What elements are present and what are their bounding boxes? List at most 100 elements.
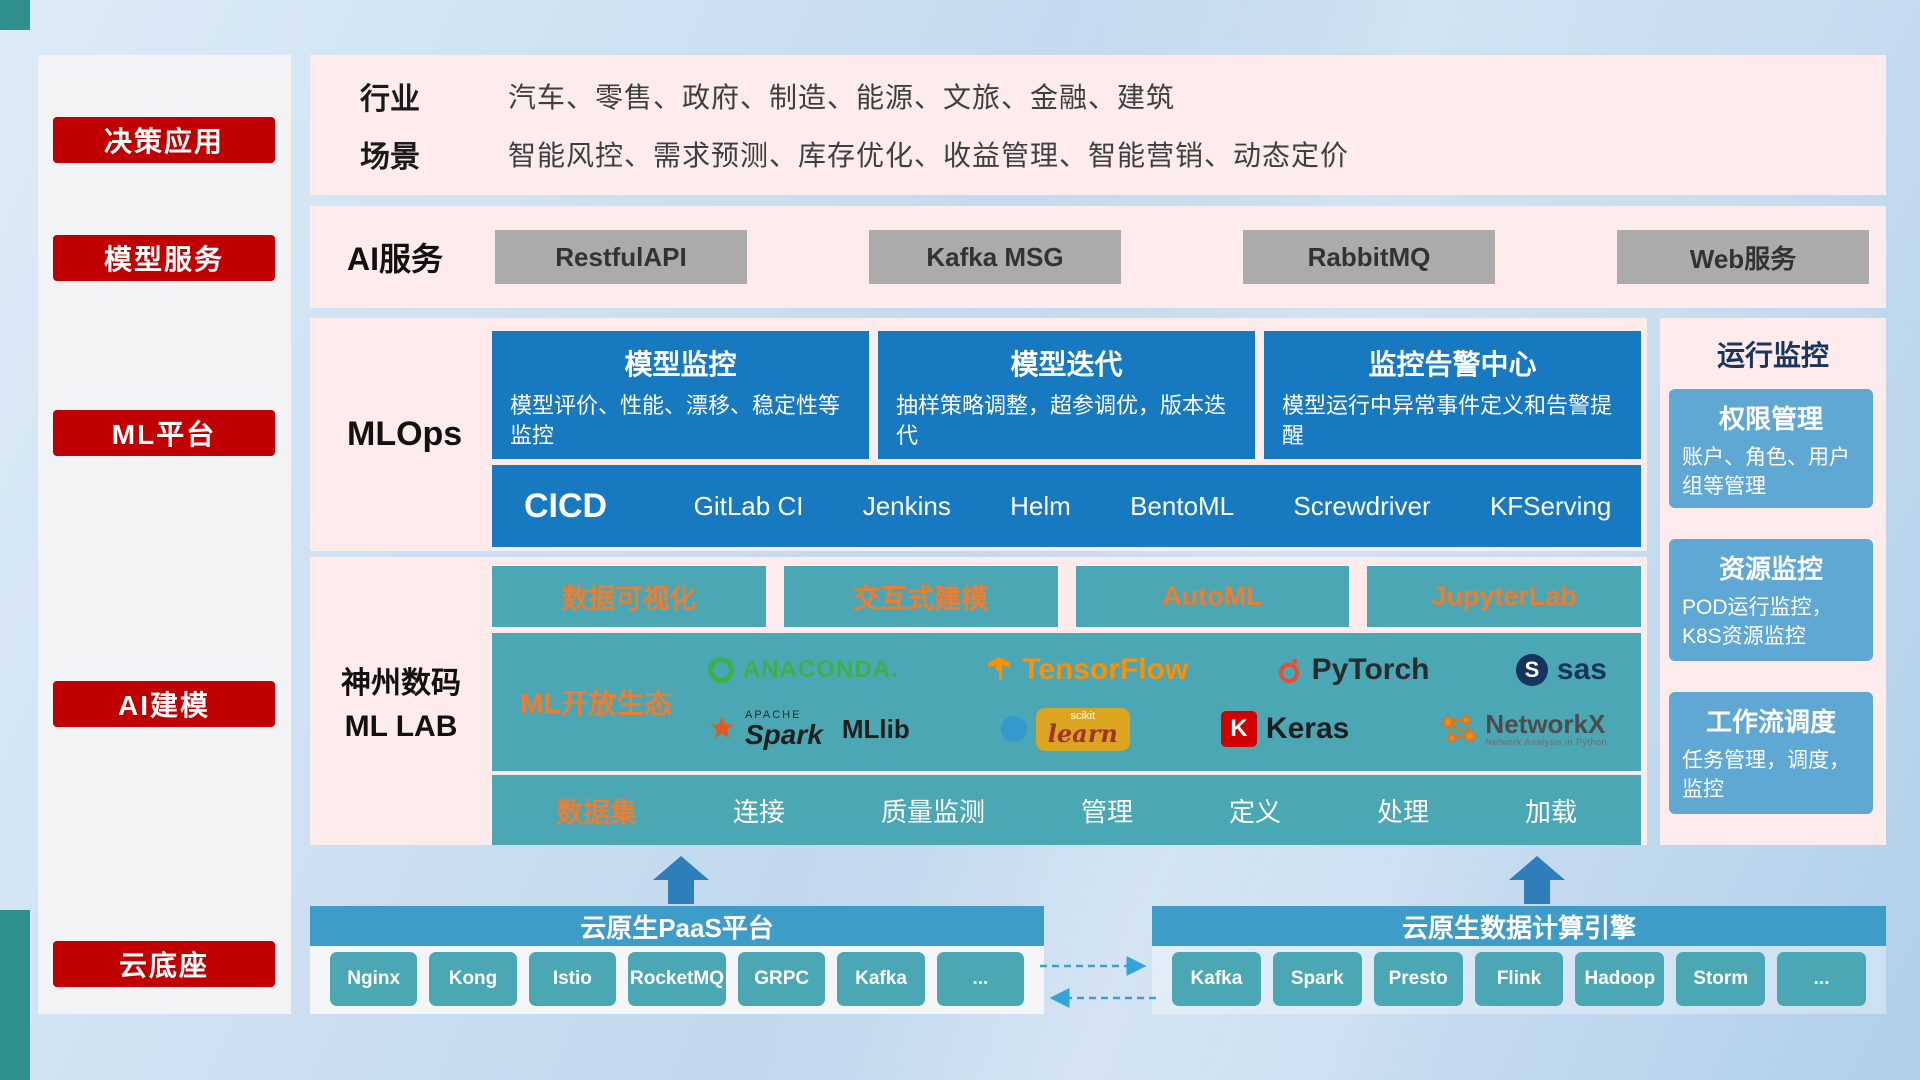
helm-item: Helm — [1010, 490, 1071, 521]
spark-apache-label: APACHE — [745, 708, 802, 721]
networkx-icon — [1442, 715, 1476, 743]
ml-open-ecosystem-box: ML开放生态 ANACONDA. TensorFlow — [492, 633, 1641, 771]
run-monitoring-panel: 运行监控 权限管理 账户、角色、用户组等管理 资源监控 POD运行监控，K8S资… — [1660, 318, 1886, 845]
permission-management-desc: 账户、角色、用户组等管理 — [1682, 446, 1850, 499]
industry-row: 行业 汽车、零售、政府、制造、能源、文旅、金融、建筑 — [310, 74, 1886, 118]
mlops-boxes: 模型监控 模型评价、性能、漂移、稳定性等监控 模型迭代 抽样策略调整，超参调优，… — [492, 331, 1641, 459]
paas-header: 云原生PaaS平台 — [310, 906, 1044, 946]
ai-service-panel: AI服务 RestfulAPI Kafka MSG RabbitMQ Web服务 — [310, 206, 1886, 308]
pytorch-logo: PyTorch — [1275, 653, 1430, 687]
sidebar-item-cloud-base: 云底座 — [53, 941, 275, 987]
alert-center-title: 监控告警中心 — [1368, 349, 1537, 380]
keras-k-icon: K — [1220, 711, 1257, 748]
learn-label: learn — [1047, 718, 1118, 748]
pytorch-icon — [1278, 659, 1299, 684]
up-arrow-icon — [653, 856, 709, 904]
paas-buttons: Nginx Kong Istio RocketMQ GRPC Kafka ... — [310, 952, 1044, 1006]
sidebar-strip — [38, 55, 291, 1014]
mlops-content: 模型监控 模型评价、性能、漂移、稳定性等监控 模型迭代 抽样策略调整，超参调优，… — [492, 331, 1641, 547]
resource-monitoring-box: 资源监控 POD运行监控，K8S资源监控 — [1669, 539, 1873, 661]
pytorch-label: PyTorch — [1311, 653, 1430, 687]
scikit-learn-badge-icon: scikit learn — [1035, 707, 1130, 751]
up-arrow-icon — [1509, 856, 1565, 904]
networkx-subtitle: Network Analysis in Python — [1485, 737, 1607, 748]
run-monitoring-title: 运行监控 — [1716, 340, 1829, 371]
kafka-button: Kafka — [837, 952, 925, 1006]
rocketmq-button: RocketMQ — [628, 952, 726, 1006]
sidebar-item-decision-applications: 决策应用 — [53, 117, 275, 163]
industry-label: 行业 — [360, 83, 420, 117]
ml-lab-label-line2: ML LAB — [344, 710, 458, 743]
model-iteration-box: 模型迭代 抽样策略调整，超参调优，版本迭代 — [878, 331, 1255, 459]
ai-service-buttons: RestfulAPI Kafka MSG RabbitMQ Web服务 — [495, 230, 1869, 284]
ml-lab-content: 数据可视化 交互式建模 AutoML JupyterLab ML开放生态 ANA… — [492, 566, 1641, 845]
anaconda-icon — [708, 657, 734, 684]
cicd-label: CICD — [524, 486, 608, 525]
tensorflow-label: TensorFlow — [1022, 653, 1189, 687]
compute-more-button: ... — [1777, 952, 1867, 1006]
dataset-label: 数据集 — [556, 797, 637, 828]
resource-monitoring-desc: POD运行监控，K8S资源监控 — [1682, 596, 1833, 649]
tab-interactive-modeling: 交互式建模 — [783, 566, 1058, 627]
sidebar-item-ml-platform: ML平台 — [53, 410, 275, 456]
dashed-arrow-icon — [1040, 956, 1156, 1008]
mllib-label: MLlib — [841, 713, 910, 744]
presto-button: Presto — [1373, 952, 1463, 1006]
storm-button: Storm — [1676, 952, 1766, 1006]
permission-management-title: 权限管理 — [1718, 404, 1823, 434]
networkx-wordmark: NetworkX Network Analysis in Python — [1485, 708, 1607, 748]
ml-lab-label-line1: 神州数码 — [341, 667, 461, 700]
corner-accent-bottom-left — [0, 910, 30, 1080]
grpc-button: GRPC — [738, 952, 826, 1006]
tab-jupyterlab: JupyterLab — [1367, 566, 1641, 627]
networkx-logo: NetworkX Network Analysis in Python — [1440, 708, 1607, 748]
mlops-panel: MLOps 模型监控 模型评价、性能、漂移、稳定性等监控 模型迭代 抽样策略调整… — [310, 318, 1647, 551]
paas-more-button: ... — [936, 952, 1025, 1006]
anaconda-label: ANACONDA. — [743, 656, 899, 684]
kafka-msg-button: Kafka MSG — [869, 230, 1121, 284]
sas-logo: S sas — [1515, 653, 1607, 687]
ml-lab-tabs: 数据可视化 交互式建模 AutoML JupyterLab — [492, 566, 1641, 627]
ai-service-label: AI服务 — [347, 241, 444, 277]
logo-row-2: APACHE Spark MLlib scikit learn — [682, 707, 1633, 751]
model-iteration-desc: 抽样策略调整，超参调优，版本迭代 — [896, 393, 1227, 448]
tensorflow-icon — [988, 657, 1010, 682]
scene-list: 智能风控、需求预测、库存优化、收益管理、智能营销、动态定价 — [508, 139, 1350, 171]
compute-header: 云原生数据计算引擎 — [1152, 906, 1886, 946]
hadoop-button: Hadoop — [1575, 952, 1665, 1006]
model-monitoring-title: 模型监控 — [624, 349, 737, 380]
workflow-scheduling-desc: 任务管理，调度，监控 — [1682, 749, 1850, 802]
industry-list: 汽车、零售、政府、制造、能源、文旅、金融、建筑 — [508, 82, 1176, 114]
kafka2-button: Kafka — [1172, 952, 1261, 1006]
dataset-manage: 管理 — [1080, 796, 1133, 827]
permission-management-box: 权限管理 账户、角色、用户组等管理 — [1669, 389, 1873, 508]
kong-button: Kong — [429, 952, 517, 1006]
mlops-label: MLOps — [347, 415, 463, 453]
scikit-label: scikit — [1070, 709, 1096, 722]
corner-accent-top-left — [0, 0, 30, 30]
scikit-learn-dot-icon — [1000, 716, 1027, 743]
ml-lab-label: 神州数码 ML LAB — [310, 557, 492, 845]
workflow-scheduling-title: 工作流调度 — [1705, 707, 1836, 737]
web-service-button: Web服务 — [1617, 230, 1869, 284]
sas-label: sas — [1556, 653, 1607, 687]
compute-buttons: Kafka Spark Presto Flink Hadoop Storm ..… — [1152, 952, 1886, 1006]
dataset-load: 加载 — [1524, 796, 1577, 827]
alert-center-desc: 模型运行中异常事件定义和告警提醒 — [1282, 393, 1613, 448]
sidebar-item-model-services: 模型服务 — [53, 235, 275, 281]
keras-logo: K Keras — [1220, 711, 1349, 748]
scene-row: 场景 智能风控、需求预测、库存优化、收益管理、智能营销、动态定价 — [310, 132, 1886, 176]
scene-label: 场景 — [360, 140, 420, 174]
tab-automl: AutoML — [1075, 566, 1350, 627]
cicd-bar: CICD GitLab CI Jenkins Helm BentoML Scre… — [492, 465, 1641, 547]
spark-mllib-logo: APACHE Spark MLlib — [708, 708, 910, 749]
logo-row-1: ANACONDA. TensorFlow PyTorch S sas — [682, 653, 1633, 687]
resource-monitoring-title: 资源监控 — [1718, 554, 1823, 584]
spark-wordmark: APACHE Spark — [745, 708, 823, 749]
spark-star-icon — [710, 716, 734, 739]
dataset-define: 定义 — [1228, 796, 1281, 827]
flink-button: Flink — [1474, 952, 1564, 1006]
cicd-items: GitLab CI Jenkins Helm BentoML Screwdriv… — [664, 491, 1641, 522]
networkx-label: NetworkX — [1485, 708, 1606, 739]
